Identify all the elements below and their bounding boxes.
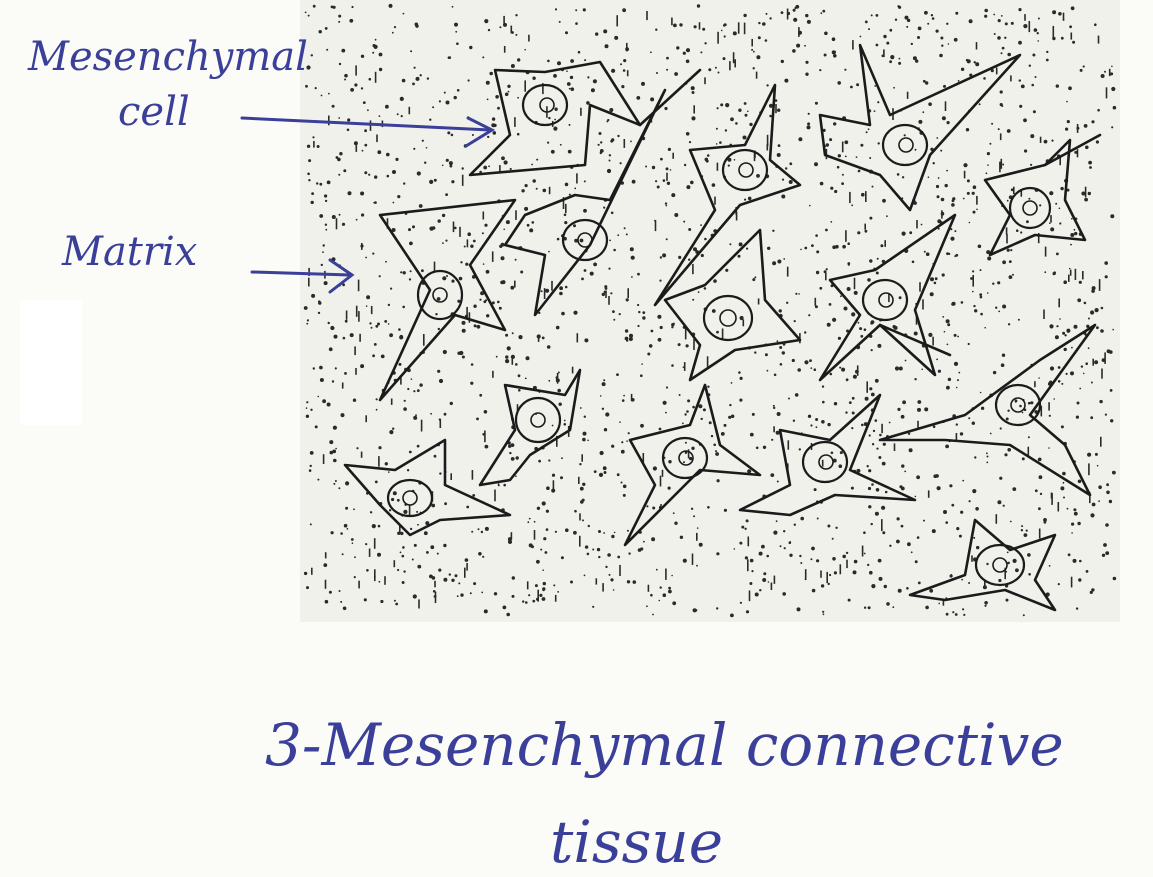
mesenchymal-cell-label-line1: Mesenchymal bbox=[27, 34, 308, 80]
diagram-caption-line2: tissue bbox=[550, 808, 723, 876]
left-blank-region bbox=[20, 300, 82, 425]
mesenchymal-cell-label-line2: cell bbox=[118, 89, 190, 135]
diagram-caption-line1: 3-Mesenchymal connective bbox=[265, 711, 1064, 779]
matrix-label: Matrix bbox=[61, 229, 197, 275]
